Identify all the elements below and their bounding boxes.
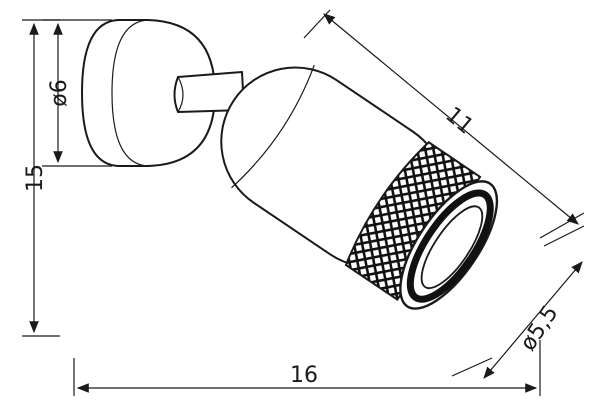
wall-base	[81, 19, 216, 167]
width-label: 16	[290, 363, 318, 388]
dim-width: 16	[73, 340, 541, 396]
height-label: 15	[23, 164, 48, 192]
dim-height: 15	[22, 19, 60, 337]
base-diameter-label: ø6	[47, 79, 72, 106]
dim-base-diameter: ø6	[42, 19, 112, 167]
body-length-label: 11	[440, 102, 478, 139]
